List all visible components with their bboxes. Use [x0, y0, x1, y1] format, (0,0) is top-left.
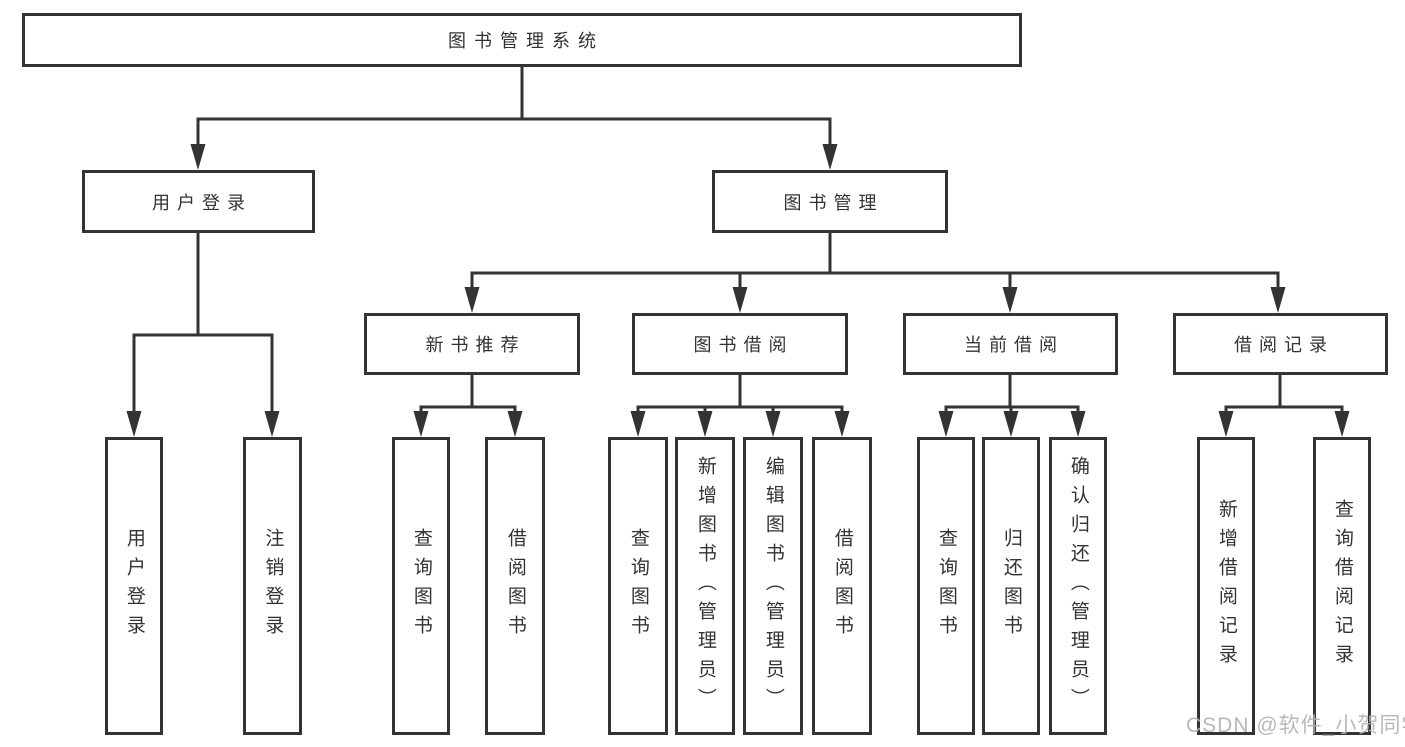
- node-label: 当前借阅: [964, 335, 1064, 355]
- arrow-down-icon: [1002, 287, 1018, 313]
- arrow-down-icon: [1334, 411, 1350, 437]
- arrow-down-icon: [464, 287, 480, 313]
- node-label: 借阅记录: [1234, 335, 1334, 355]
- node-label: 图书借阅: [693, 335, 794, 355]
- leaf-query-books-2: 查询图书: [608, 437, 668, 735]
- node-label: 新书推荐: [425, 335, 526, 355]
- leaf-borrow-books-1: 借阅图书: [485, 437, 545, 735]
- node-label: 新增借阅记录: [1215, 499, 1237, 673]
- connector-borrow-record-branch: [1218, 375, 1350, 437]
- arrow-down-icon: [697, 411, 713, 437]
- leaf-query-books-3: 查询图书: [917, 437, 975, 735]
- node-label: 查询图书: [627, 528, 649, 644]
- arrow-down-icon: [938, 411, 954, 437]
- leaf-add-borrow-record: 新增借阅记录: [1197, 437, 1255, 735]
- node-label: 图书管理: [783, 192, 884, 213]
- node-label: 查询图书: [410, 528, 432, 644]
- arrow-down-icon: [1218, 411, 1234, 437]
- node-root: 图书管理系统: [22, 13, 1022, 67]
- leaf-borrow-books-2: 借阅图书: [812, 437, 872, 735]
- arrow-down-icon: [732, 287, 748, 313]
- leaf-add-book-admin: 新增图书（管理员）: [675, 437, 735, 735]
- node-label: 确认归还（管理员）: [1067, 455, 1089, 717]
- arrow-down-icon: [1003, 411, 1019, 437]
- connector-book-borrow-branch: [630, 375, 850, 437]
- node-label: 用户登录: [123, 528, 145, 644]
- node-label: 注销登录: [262, 528, 284, 644]
- leaf-query-books-1: 查询图书: [392, 437, 450, 735]
- leaf-return-book: 归还图书: [982, 437, 1040, 735]
- node-borrow-records: 借阅记录: [1173, 313, 1388, 375]
- arrow-down-icon: [507, 411, 523, 437]
- node-book-borrow: 图书借阅: [632, 313, 848, 375]
- connector-new-book-branch: [413, 375, 523, 437]
- node-current-borrow: 当前借阅: [903, 313, 1118, 375]
- arrow-down-icon: [630, 411, 646, 437]
- leaf-user-login: 用户登录: [105, 437, 163, 735]
- arrow-down-icon: [413, 411, 429, 437]
- node-label: 查询图书: [935, 528, 957, 644]
- arrow-down-icon: [765, 411, 781, 437]
- node-user-login: 用户登录: [82, 170, 315, 233]
- node-label: 编辑图书（管理员）: [762, 455, 784, 717]
- arrow-down-icon: [834, 411, 850, 437]
- node-label: 借阅图书: [831, 528, 853, 644]
- connector-user-login-branch: [126, 233, 280, 437]
- connector-current-borrow-branch: [938, 375, 1086, 437]
- arrow-down-icon: [190, 144, 206, 170]
- connector-book-management-branch: [464, 233, 1286, 313]
- node-new-book-recommend: 新书推荐: [364, 313, 580, 375]
- node-book-management: 图书管理: [712, 170, 948, 233]
- arrow-down-icon: [264, 411, 280, 437]
- leaf-confirm-return-admin: 确认归还（管理员）: [1049, 437, 1107, 735]
- node-label: 新增图书（管理员）: [694, 455, 716, 717]
- node-label: 归还图书: [1000, 528, 1022, 644]
- node-label: 借阅图书: [504, 528, 526, 644]
- csdn-watermark: CSDN @软件_小贺同学: [1186, 714, 1405, 737]
- node-label: 用户登录: [152, 192, 252, 213]
- connector-root-to-level2: [190, 67, 838, 170]
- arrow-down-icon: [126, 411, 142, 437]
- node-label: 图书管理系统: [448, 31, 604, 51]
- arrow-down-icon: [1070, 411, 1086, 437]
- arrow-down-icon: [1270, 287, 1286, 313]
- leaf-edit-book-admin: 编辑图书（管理员）: [743, 437, 803, 735]
- node-label: 查询借阅记录: [1331, 499, 1353, 673]
- arrow-down-icon: [822, 144, 838, 170]
- leaf-query-borrow-record: 查询借阅记录: [1313, 437, 1371, 735]
- leaf-logout: 注销登录: [243, 437, 302, 735]
